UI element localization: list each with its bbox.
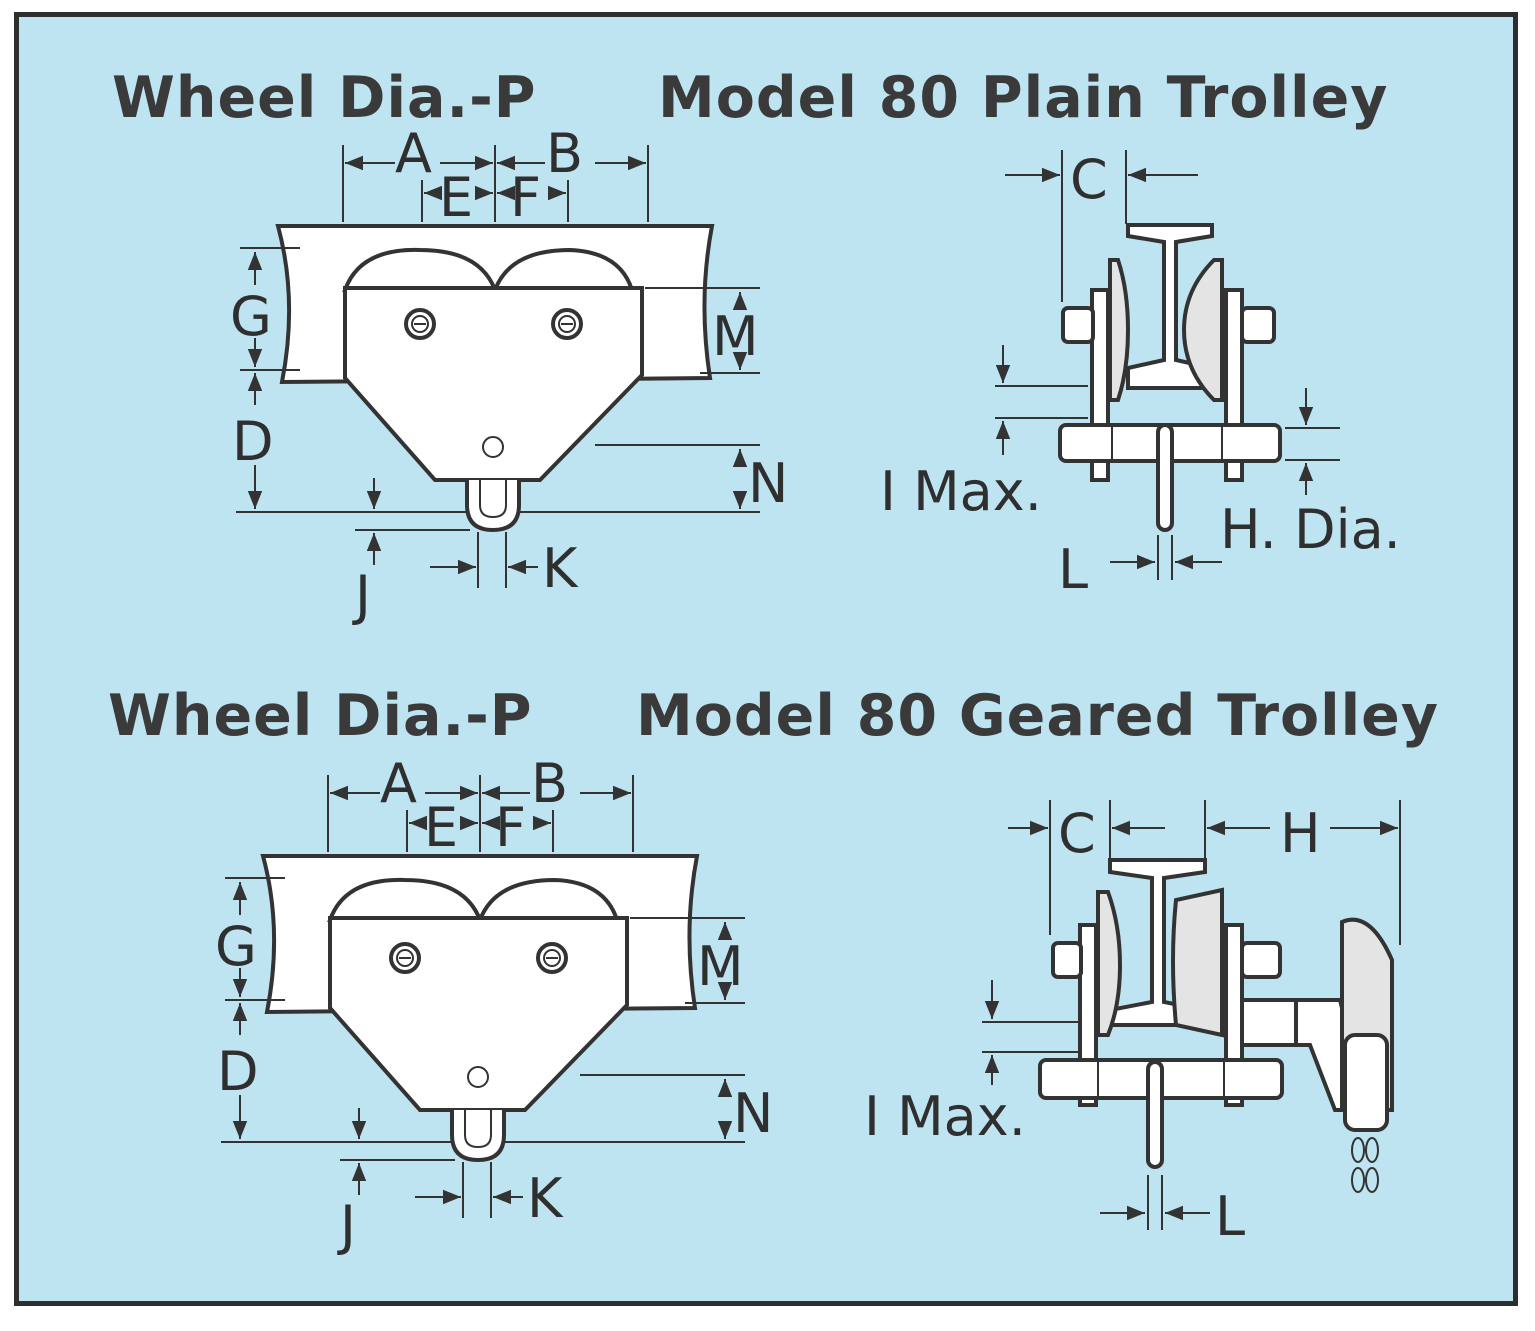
dim-label-g: G	[215, 915, 257, 978]
dim-label-m: M	[697, 935, 744, 998]
dim-label-b: B	[531, 752, 568, 815]
hand-chain	[1351, 1137, 1365, 1163]
load-eye	[465, 480, 521, 533]
dim-label-j: J	[352, 564, 371, 627]
wheel-right	[477, 877, 620, 922]
wheel-left	[342, 247, 498, 292]
wheel-right	[1181, 258, 1224, 402]
dim-label-c: C	[1070, 148, 1108, 211]
dim-label-g: G	[230, 285, 272, 348]
hanger	[1146, 1060, 1164, 1169]
chain-guide	[1343, 1033, 1389, 1132]
dim-label-n: N	[733, 1082, 773, 1145]
dim-label-l: L	[1058, 538, 1088, 601]
side-plate	[343, 286, 644, 482]
gear-wheel	[1171, 887, 1224, 1038]
geared-wheel-title: Wheel Dia.-P	[108, 683, 533, 749]
dim-label-a: A	[395, 122, 432, 185]
nut	[1240, 306, 1276, 344]
nut	[1240, 941, 1282, 979]
plain-wheel-title: Wheel Dia.-P	[112, 65, 537, 131]
geared-trolley-section: Wheel Dia.-P Model 80 Geared Trolley A	[108, 683, 1439, 1257]
load-eye	[450, 1110, 506, 1163]
dim-label-f: F	[510, 166, 541, 229]
nut	[1051, 941, 1083, 979]
dim-label-l: L	[1215, 1185, 1245, 1248]
gear-shaft	[1240, 998, 1302, 1047]
plain-model-title: Model 80 Plain Trolley	[658, 65, 1388, 131]
geared-side-view: C H I Max. L	[864, 800, 1401, 1248]
wheel-left	[327, 877, 483, 922]
dim-label-f: F	[495, 796, 526, 859]
plain-side-view: C I Max. H. Dia. L	[880, 148, 1401, 601]
dim-label-c: C	[1058, 802, 1096, 865]
dim-label-m: M	[712, 305, 759, 368]
dim-label-j: J	[337, 1194, 356, 1257]
nut	[1061, 306, 1095, 344]
hanger	[1156, 423, 1174, 532]
geared-front-view: A B E F G D M	[215, 752, 773, 1257]
dim-label-i-max: I Max.	[864, 1085, 1026, 1148]
dim-label-d: D	[232, 410, 274, 473]
dim-label-i-max: I Max.	[880, 460, 1042, 523]
dim-label-n: N	[748, 452, 788, 515]
dim-label-b: B	[546, 122, 583, 185]
wheel-left	[1096, 890, 1123, 1037]
dim-label-e: E	[439, 166, 473, 229]
center-pin	[482, 436, 504, 458]
plain-front-view: A B E F G D M	[230, 122, 788, 627]
geared-model-title: Model 80 Geared Trolley	[636, 683, 1439, 749]
center-pin	[467, 1066, 489, 1088]
dim-label-e: E	[424, 796, 458, 859]
dim-label-h: H	[1280, 802, 1321, 865]
dim-label-k: K	[527, 1167, 564, 1230]
dim-label-h-dia: H. Dia.	[1220, 498, 1401, 561]
dim-label-d: D	[217, 1040, 259, 1103]
side-plate	[328, 916, 629, 1112]
dim-label-a: A	[380, 752, 417, 815]
plain-trolley-section: Wheel Dia.-P Model 80 Plain Trolley	[112, 65, 1401, 627]
dim-label-k: K	[542, 537, 579, 600]
wheel-left	[1108, 258, 1131, 402]
wheel-right	[492, 247, 635, 292]
